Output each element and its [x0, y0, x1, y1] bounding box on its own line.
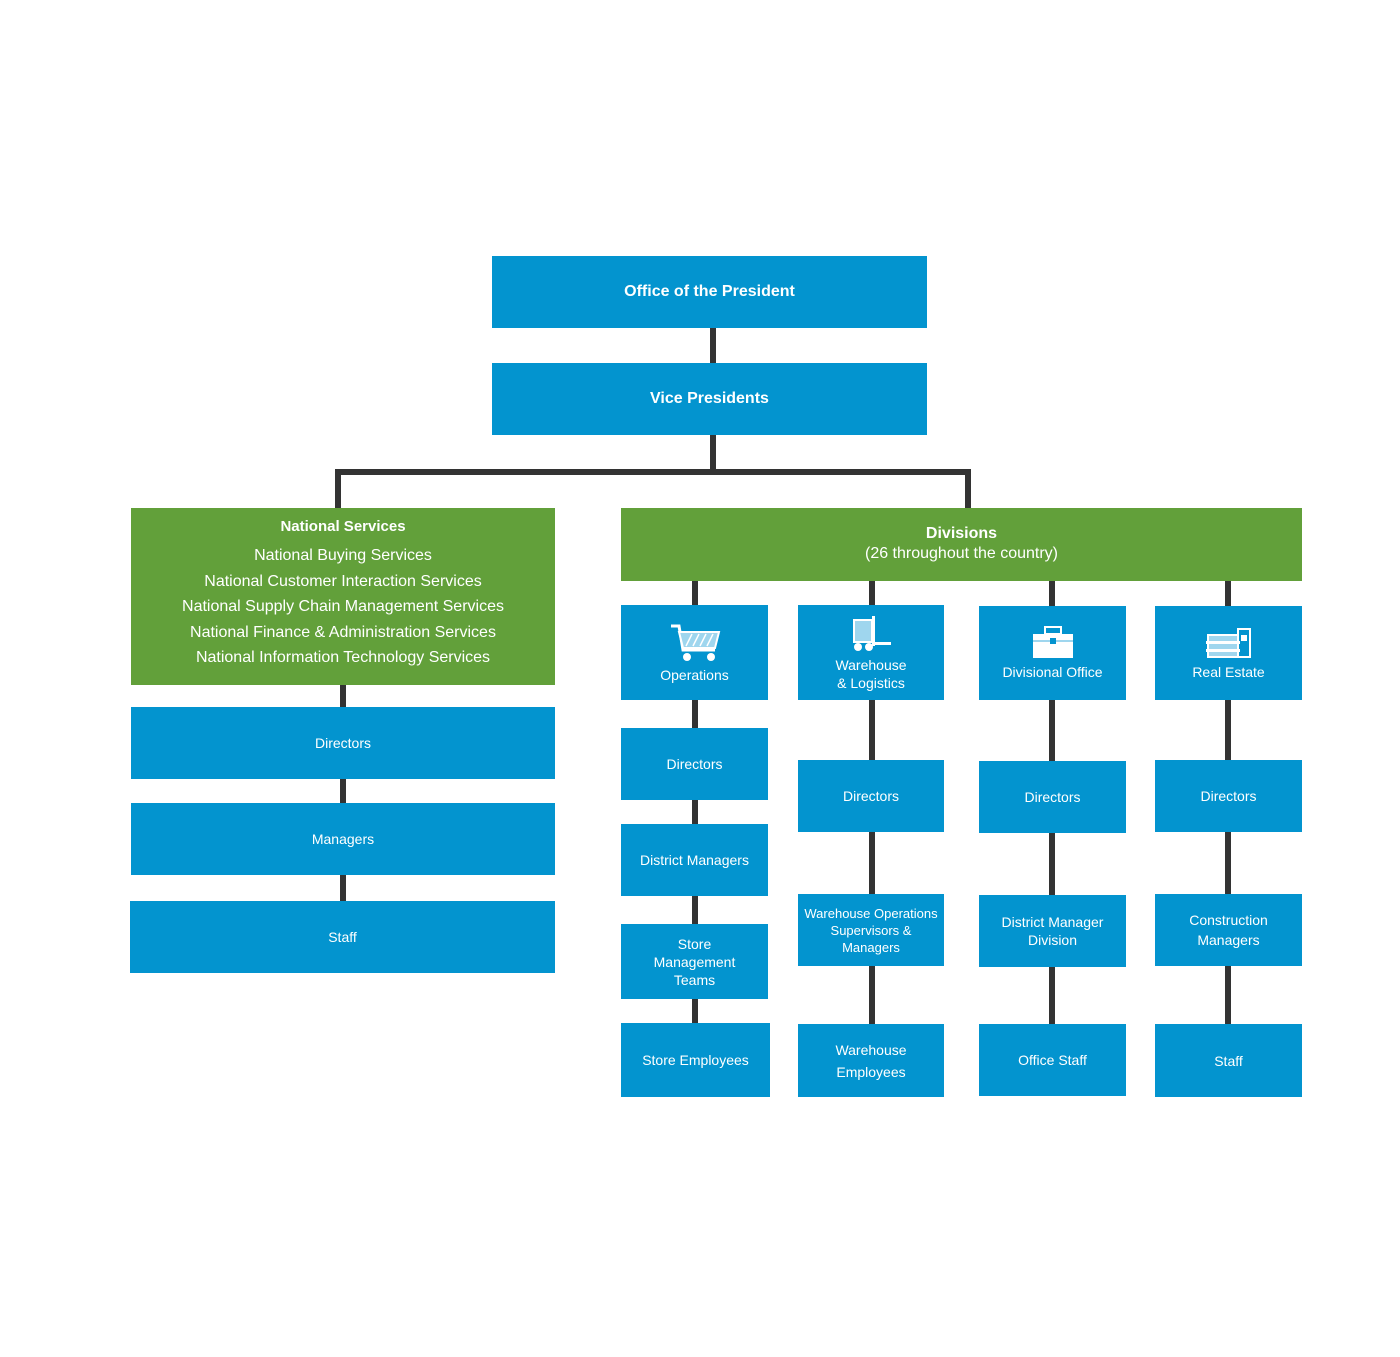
div-district-manager-label: District Manager Division	[1001, 914, 1104, 948]
re-staff-box: Staff	[1155, 1024, 1302, 1097]
ns-managers-box: Managers	[131, 803, 555, 875]
ops-store-employees-box: Store Employees	[621, 1023, 770, 1097]
national-services-item: National Buying Services	[254, 547, 432, 564]
wh-employees-box: Warehouse Employees	[798, 1024, 944, 1097]
divisions-title: Divisions	[925, 524, 998, 542]
national-services-item: National Information Technology Services	[195, 649, 491, 666]
connector-president-vp	[710, 326, 716, 364]
connector-ops-chain	[692, 578, 698, 1026]
ops-directors-label: Directors	[666, 756, 723, 772]
national-services-title: National Services	[280, 518, 406, 535]
divisions-box: Divisions (26 throughout the country)	[621, 508, 1302, 581]
wh-directors-label: Directors	[842, 788, 899, 804]
president-box: Office of the President	[492, 256, 927, 328]
national-services-item: National Supply Chain Management Service…	[182, 598, 504, 615]
div-directors-label: Directors	[1024, 789, 1081, 805]
wh-employees-label: Warehouse Employees	[835, 1041, 907, 1080]
building-icon	[1205, 628, 1251, 658]
divisional-office-box: Divisional Office	[979, 606, 1126, 700]
operations-box: Operations	[621, 605, 768, 700]
forklift-icon	[853, 615, 891, 651]
ops-store-management-box: Store Management Teams	[621, 924, 768, 999]
vice-presidents-box: Vice Presidents	[492, 363, 927, 435]
president-label: Office of the President	[624, 283, 795, 300]
connector-horizontal-main	[335, 469, 971, 475]
ops-store-management-label: Store Management Teams	[653, 935, 736, 988]
connector-to-national	[335, 469, 341, 510]
ops-district-managers-label: District Managers	[640, 852, 749, 868]
real-estate-box: Real Estate	[1155, 606, 1302, 700]
briefcase-icon	[1032, 626, 1073, 658]
warehouse-box: Warehouse & Logistics	[798, 605, 944, 700]
re-construction-label: Construction Managers	[1189, 912, 1268, 948]
connector-vp-down	[710, 434, 716, 472]
vice-presidents-label: Vice Presidents	[650, 390, 769, 407]
real-estate-label: Real Estate	[1192, 664, 1265, 680]
wh-supervisors-box: Warehouse Operations Supervisors & Manag…	[798, 894, 944, 966]
re-directors-label: Directors	[1200, 788, 1257, 804]
connector-ns-chain	[340, 683, 346, 903]
warehouse-label-line2: & Logistics	[837, 674, 905, 691]
national-services-item: National Customer Interaction Services	[204, 572, 482, 590]
ns-staff-label: Staff	[328, 929, 357, 945]
div-directors-box: Directors	[979, 761, 1126, 833]
wh-supervisors-label: Warehouse Operations Supervisors & Manag…	[804, 905, 938, 955]
national-services-box: National Services National Buying Servic…	[131, 508, 555, 685]
re-staff-label: Staff	[1214, 1052, 1243, 1069]
operations-label: Operations	[660, 666, 729, 683]
connector-to-divisions	[965, 469, 971, 510]
national-services-item: National Finance & Administration Servic…	[190, 623, 496, 641]
div-district-manager-box: District Manager Division	[979, 895, 1126, 967]
re-construction-box: Construction Managers	[1155, 894, 1302, 966]
warehouse-label-line1: Warehouse	[835, 656, 907, 673]
divisional-office-label: Divisional Office	[1002, 664, 1103, 680]
div-office-staff-box: Office Staff	[979, 1024, 1126, 1096]
shopping-cart-icon	[670, 624, 720, 661]
ns-directors-box: Directors	[131, 707, 555, 779]
ns-staff-box: Staff	[130, 901, 555, 973]
ops-store-employees-label: Store Employees	[642, 1052, 749, 1068]
ns-directors-label: Directors	[314, 735, 371, 751]
div-office-staff-label: Office Staff	[1018, 1052, 1087, 1068]
ns-managers-label: Managers	[311, 831, 375, 847]
wh-directors-box: Directors	[798, 760, 944, 832]
ops-directors-box: Directors	[621, 728, 768, 800]
re-directors-box: Directors	[1155, 760, 1302, 832]
divisions-subtitle: (26 throughout the country)	[864, 544, 1058, 562]
ops-district-managers-box: District Managers	[621, 824, 768, 896]
